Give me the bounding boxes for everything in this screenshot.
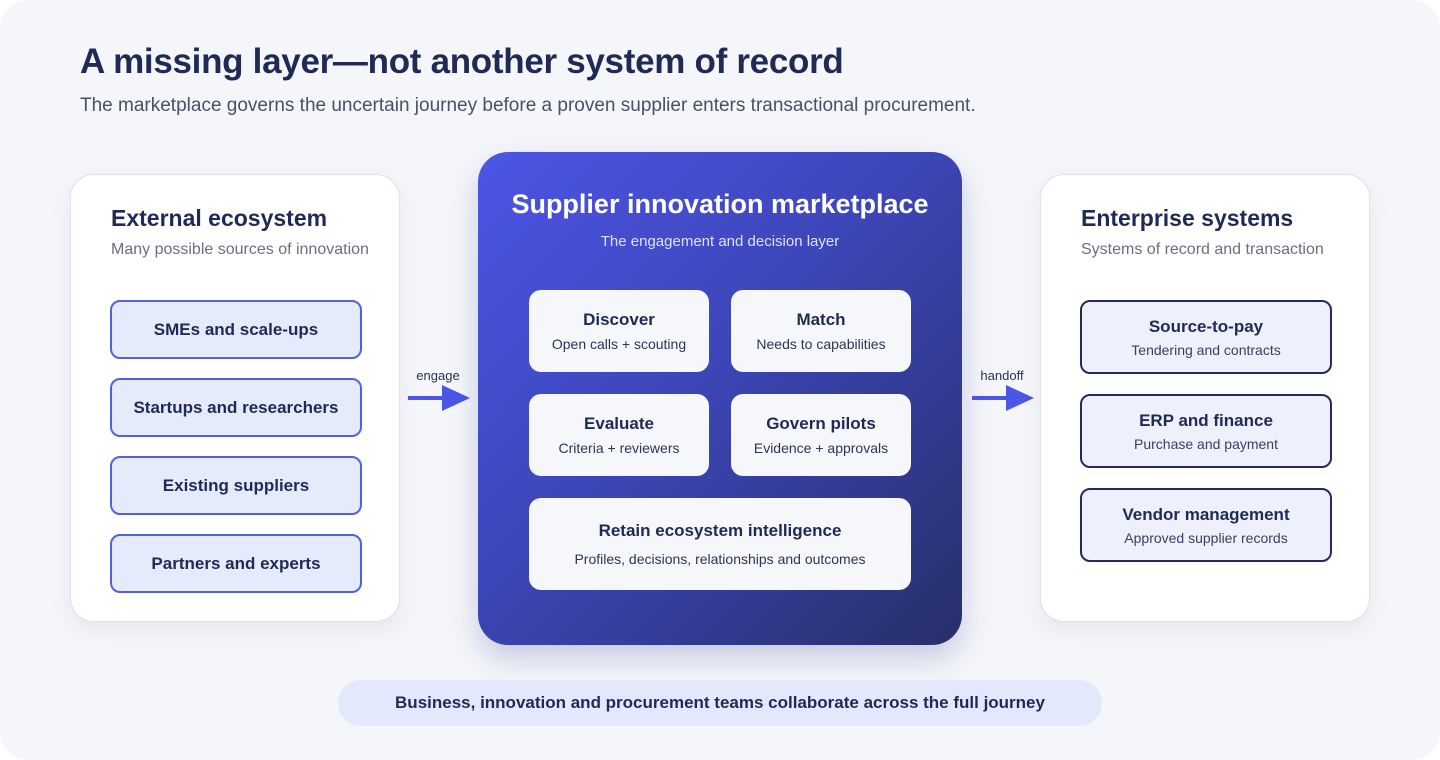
- card-match-desc: Needs to capabilities: [756, 336, 886, 352]
- system-item-name: Vendor management: [1122, 504, 1290, 524]
- engage-arrow-icon: [408, 385, 470, 411]
- system-item-desc: Approved supplier records: [1124, 529, 1288, 546]
- enterprise-systems-title: Enterprise systems: [1081, 205, 1294, 231]
- external-ecosystem-subtitle: Many possible sources of innovation: [111, 241, 369, 258]
- card-discover-desc: Open calls + scouting: [551, 336, 687, 352]
- system-list: Source-to-pay Tendering and contracts ER…: [1080, 300, 1332, 582]
- page-title: A missing layer—not another system of re…: [80, 42, 844, 81]
- card-retain-intelligence-name: Retain ecosystem intelligence: [598, 521, 842, 540]
- handoff-arrow-label: handoff: [980, 368, 1024, 383]
- card-discover: Discover Open calls + scouting: [529, 290, 709, 372]
- card-match-name: Match: [796, 310, 846, 329]
- engage-arrow-label: engage: [416, 368, 460, 383]
- source-list: SMEs and scale-ups Startups and research…: [110, 300, 362, 612]
- card-govern-pilots-desc: Evidence + approvals: [753, 440, 889, 456]
- handoff-arrow-icon: [972, 385, 1034, 411]
- system-item-vendor-management: Vendor management Approved supplier reco…: [1080, 488, 1332, 562]
- marketplace-title: Supplier innovation marketplace: [511, 189, 929, 219]
- system-item-erp-finance: ERP and finance Purchase and payment: [1080, 394, 1332, 468]
- source-item-existing-suppliers: Existing suppliers: [110, 456, 362, 515]
- card-retain-intelligence: Retain ecosystem intelligence Profiles, …: [529, 498, 911, 590]
- source-item-partners: Partners and experts: [110, 534, 362, 593]
- marketplace-subtitle: The engagement and decision layer: [600, 233, 840, 250]
- collaboration-banner: Business, innovation and procurement tea…: [338, 680, 1102, 726]
- card-evaluate: Evaluate Criteria + reviewers: [529, 394, 709, 476]
- system-item-name: Source-to-pay: [1148, 316, 1264, 336]
- enterprise-systems-panel: Enterprise systems Systems of record and…: [1040, 174, 1370, 622]
- card-retain-intelligence-desc: Profiles, decisions, relationships and o…: [574, 551, 866, 567]
- external-ecosystem-panel: External ecosystem Many possible sources…: [70, 174, 400, 622]
- system-item-source-to-pay: Source-to-pay Tendering and contracts: [1080, 300, 1332, 374]
- card-discover-name: Discover: [583, 310, 655, 329]
- source-item-startups: Startups and researchers: [110, 378, 362, 437]
- system-item-name: ERP and finance: [1139, 410, 1273, 430]
- page-subtitle: The marketplace governs the uncertain jo…: [80, 95, 976, 116]
- card-match: Match Needs to capabilities: [731, 290, 911, 372]
- system-item-desc: Purchase and payment: [1134, 435, 1278, 452]
- marketplace-panel: Supplier innovation marketplace The enga…: [478, 152, 962, 645]
- enterprise-systems-subtitle: Systems of record and transaction: [1081, 241, 1324, 258]
- source-item-smes: SMEs and scale-ups: [110, 300, 362, 359]
- card-govern-pilots-name: Govern pilots: [766, 414, 876, 433]
- external-ecosystem-title: External ecosystem: [111, 205, 328, 231]
- card-evaluate-name: Evaluate: [584, 414, 654, 433]
- card-govern-pilots: Govern pilots Evidence + approvals: [731, 394, 911, 476]
- system-item-desc: Tendering and contracts: [1131, 341, 1281, 358]
- card-evaluate-desc: Criteria + reviewers: [558, 440, 680, 456]
